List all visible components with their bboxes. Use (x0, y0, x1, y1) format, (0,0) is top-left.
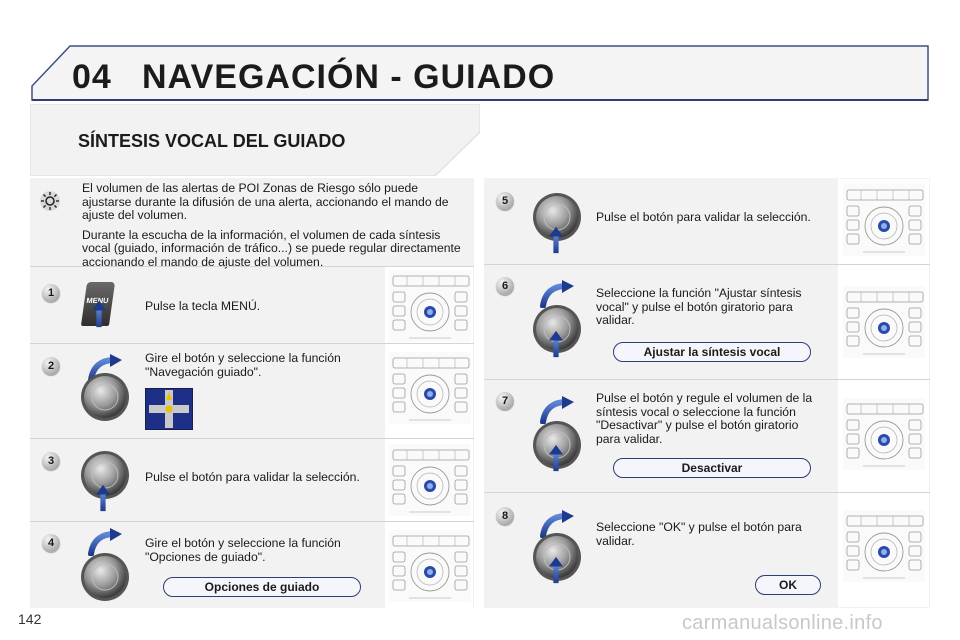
step-5-text: Pulse el botón para validar la selección… (596, 210, 811, 224)
step-3-number: 3 (42, 452, 60, 470)
step-2-number: 2 (42, 357, 60, 375)
header-banner (31, 45, 929, 101)
rotary-knob-icon (80, 552, 130, 602)
page-number: 142 (18, 611, 42, 627)
step-6-number: 6 (496, 277, 514, 295)
step-1-number: 1 (42, 284, 60, 302)
press-arrow-icon (549, 556, 563, 584)
step-2-text: Gire el botón y seleccione la función "N… (145, 351, 341, 379)
press-arrow-icon (549, 444, 563, 472)
sun-icon (40, 191, 60, 211)
step-7-text: Pulse el botón y regule el volumen de la… (596, 391, 813, 446)
intro-panel (30, 178, 474, 264)
step-5-number: 5 (496, 192, 514, 210)
step-1-text: Pulse la tecla MENÚ. (145, 299, 261, 313)
step-8-text: Seleccione "OK" y pulse el botón para va… (596, 520, 802, 548)
rotary-knob-icon (80, 372, 130, 422)
intro-paragraph-1: El volumen de las alertas de POI Zonas d… (82, 181, 449, 222)
control-panel-diagram-8 (843, 510, 925, 582)
press-arrow-icon (549, 226, 563, 254)
section-title: SÍNTESIS VOCAL DEL GUIADO (78, 131, 346, 151)
option-desactivar: Desactivar (613, 458, 811, 478)
intro-text: El volumen de las alertas de POI Zonas d… (82, 181, 462, 275)
navigation-guidance-icon (145, 388, 193, 430)
control-panel-diagram-4 (389, 530, 471, 602)
step-7-number: 7 (496, 392, 514, 410)
control-panel-diagram-6 (843, 286, 925, 358)
page-title: NAVEGACIÓN - GUIADO (142, 58, 556, 96)
chapter-number: 04 (72, 58, 112, 96)
section-heading-panel (30, 104, 480, 176)
watermark: carmanualsonline.info (682, 612, 883, 634)
option-ok: OK (755, 575, 821, 595)
step-3-text: Pulse el botón para validar la selección… (145, 470, 360, 484)
control-panel-diagram-5 (843, 184, 925, 256)
control-panel-diagram-3 (389, 444, 471, 516)
option-opciones-de-guiado: Opciones de guiado (163, 577, 361, 597)
control-panel-diagram-1 (389, 270, 471, 342)
control-panel-diagram-7 (843, 398, 925, 470)
press-arrow-icon (92, 300, 106, 328)
step-4-number: 4 (42, 534, 60, 552)
option-ajustar-sintesis-vocal: Ajustar la síntesis vocal (613, 342, 811, 362)
step-4-text: Gire el botón y seleccione la función "O… (145, 536, 341, 564)
press-arrow-icon (96, 484, 110, 512)
press-arrow-icon (549, 330, 563, 358)
step-8-number: 8 (496, 507, 514, 525)
control-panel-diagram-2 (389, 352, 471, 424)
step-6-text: Seleccione la función "Ajustar síntesis … (596, 286, 802, 327)
intro-paragraph-2: Durante la escucha de la información, el… (82, 227, 461, 269)
